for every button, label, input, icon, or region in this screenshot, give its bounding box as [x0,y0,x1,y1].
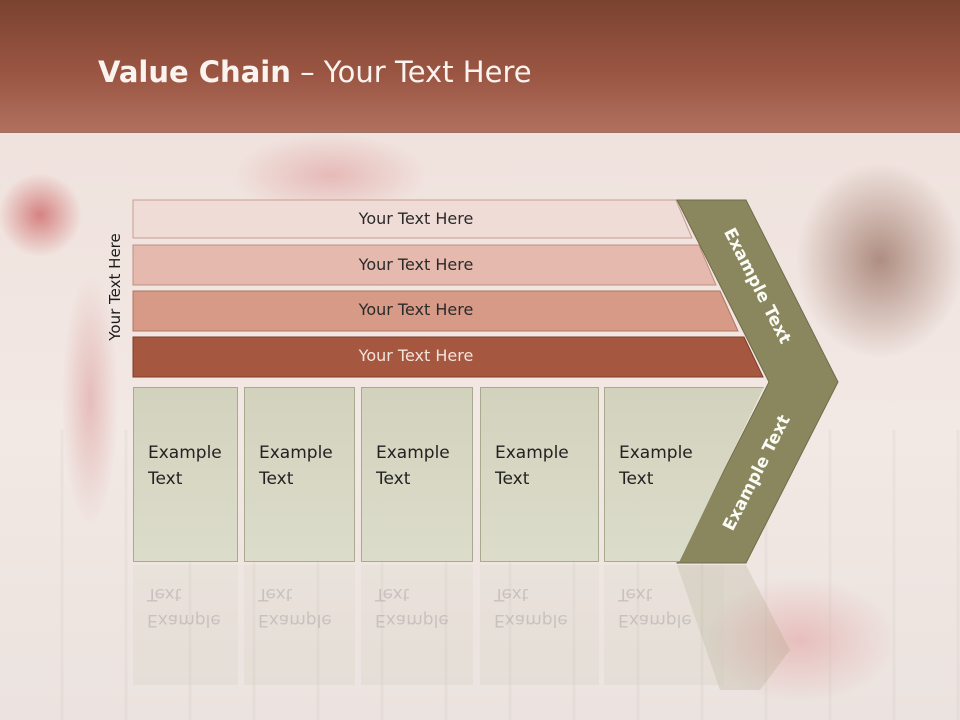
box-1-line1: Example [148,443,222,463]
box-5-reflection-line1: Example [618,610,692,630]
bar-1-label[interactable]: Your Text Here [358,209,474,228]
box-2-line2: Text [259,469,294,489]
box-2-reflection-line1: Example [258,610,332,630]
box-3-reflection-line1: Example [375,610,449,630]
bar-1-shape[interactable] [132,199,693,239]
box-1-reflection-line2: Text [147,584,182,604]
box-5-line1: Example [619,443,693,463]
box-4-reflection: Example Text [480,565,599,685]
box-3-line1: Example [376,443,450,463]
chevron-shape[interactable] [676,199,839,564]
box-3-reflection-line2: Text [375,584,410,604]
box-2-reflection: Example Text [244,565,355,685]
slide-title[interactable]: Value Chain – Your Text Here [98,55,532,89]
activity-box-4[interactable]: Example Text [480,387,599,562]
title-banner [0,0,960,133]
title-bold: Value Chain [98,55,291,89]
bar-4-shape[interactable] [132,336,764,378]
box-5-reflection-line2: Text [618,584,653,604]
box-1-line2: Text [148,469,183,489]
title-rest: – Your Text Here [290,55,532,89]
bar-3-shape[interactable] [132,290,739,332]
activity-box-3[interactable]: Example Text [361,387,473,562]
bar-4-label[interactable]: Your Text Here [358,346,474,365]
box-1-reflection-line1: Example [147,610,221,630]
box-5-reflection: Example Text [604,565,724,685]
box-4-reflection-line1: Example [494,610,568,630]
bar-3-label[interactable]: Your Text Here [358,300,474,319]
bar-2-label[interactable]: Your Text Here [358,255,474,274]
box-4-line1: Example [495,443,569,463]
box-1-reflection: Example Text [133,565,238,685]
box-4-reflection-line2: Text [494,584,529,604]
chevron-reflection [677,565,790,690]
bar-2-shape[interactable] [132,244,717,286]
box-3-line2: Text [376,469,411,489]
box-4-line2: Text [495,469,530,489]
activity-box-2[interactable]: Example Text [244,387,355,562]
box-3-reflection: Example Text [361,565,473,685]
box-5-line2: Text [619,469,654,489]
box-2-line1: Example [259,443,333,463]
activity-box-1[interactable]: Example Text [133,387,238,562]
box-2-reflection-line2: Text [258,584,293,604]
